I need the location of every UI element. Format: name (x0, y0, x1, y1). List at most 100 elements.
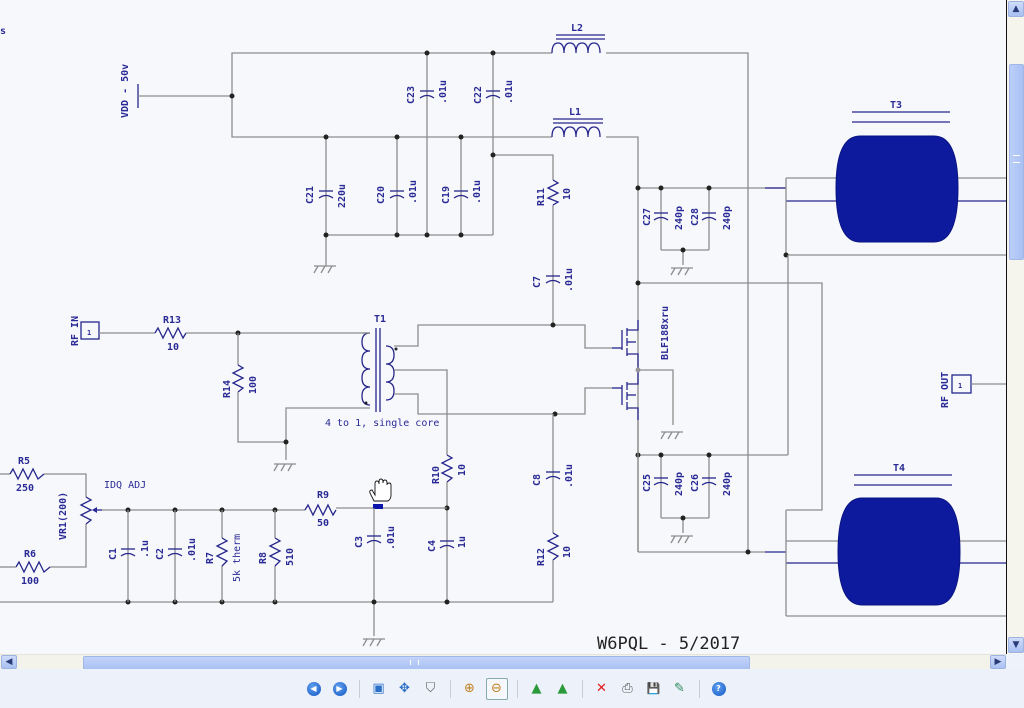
image-viewport[interactable]: VDD - 50v s L2 L1 C23 .01u (0, 0, 1006, 654)
svg-text:220u: 220u (337, 184, 348, 208)
capacitor-c8: C8 .01u (532, 464, 575, 488)
svg-text:.01u: .01u (472, 180, 483, 204)
scroll-left-button[interactable]: ◀ (1, 655, 17, 669)
ground-symbol (362, 638, 385, 647)
svg-text:C23: C23 (406, 86, 417, 104)
toolbar-separator (358, 679, 360, 698)
capacitor-c21: C21 220u (305, 184, 348, 208)
toolbar-separator (698, 679, 700, 698)
svg-text:R13: R13 (163, 315, 181, 326)
title-block: W6PQL - 5/2017 (597, 634, 740, 654)
best-fit-icon: ▣ (372, 681, 385, 696)
svg-text:250: 250 (16, 483, 34, 494)
scroll-up-button[interactable]: ▲ (1008, 1, 1024, 17)
svg-text:100: 100 (21, 576, 39, 587)
svg-text:C27: C27 (642, 208, 653, 226)
vdd-label: VDD - 50v (120, 64, 131, 118)
open-for-editing-button[interactable]: ✎ (670, 679, 690, 699)
svg-text:240p: 240p (722, 472, 733, 496)
svg-text:R6: R6 (24, 549, 36, 560)
transformer-t1: T1 4 to 1, single core (325, 314, 439, 429)
svg-text:C19: C19 (441, 186, 452, 204)
svg-text:C20: C20 (376, 186, 387, 204)
zoom-out-button[interactable]: ⊖ (485, 677, 508, 700)
ground-symbol (670, 267, 693, 276)
printer-icon: ⎙ (622, 681, 633, 696)
previous-icon: ◀ (306, 681, 321, 696)
toolbar-separator (581, 679, 583, 698)
zoom-in-icon: ⊕ (464, 681, 475, 696)
potentiometer-vr1: VR1(200) (58, 492, 102, 540)
svg-text:C4: C4 (427, 540, 438, 552)
svg-text:R5: R5 (18, 456, 30, 467)
resistor-r13: R13 10 (154, 315, 187, 353)
resistor-r10: R10 10 (431, 454, 468, 484)
copy-to-button[interactable]: 💾 (644, 679, 664, 699)
slideshow-icon: ⛉ (425, 681, 436, 696)
svg-text:C25: C25 (642, 474, 653, 492)
print-button[interactable]: ⎙ (618, 679, 638, 699)
svg-text:BLF188xru: BLF188xru (660, 306, 671, 360)
horizontal-scrollbar[interactable]: ◀ ▶ (0, 654, 1006, 670)
rotate-clockwise-icon: ▲ (531, 681, 542, 696)
capacitor-c23: C23 .01u (406, 80, 449, 104)
delete-button[interactable]: ✕ (592, 679, 612, 699)
slideshow-button[interactable]: ⛉ (421, 679, 441, 699)
previous-image-button[interactable]: ◀ (304, 679, 324, 699)
idq-adj-label: IDQ ADJ (104, 480, 146, 491)
svg-text:R12: R12 (536, 548, 547, 566)
svg-text:.01u: .01u (504, 80, 515, 104)
rotate-counterclockwise-button[interactable]: ▲ (553, 679, 573, 699)
horizontal-scroll-thumb[interactable] (83, 656, 750, 670)
svg-text:100: 100 (248, 376, 259, 394)
chevron-right-icon: ▶ (994, 657, 1002, 667)
edit-image-icon: ✎ (674, 681, 685, 696)
ground-symbol (670, 535, 693, 544)
vertical-scrollbar[interactable]: ▲ ▼ (1006, 0, 1024, 654)
svg-text:.01u: .01u (564, 268, 575, 292)
floppy-disk-icon: 💾 (646, 682, 661, 695)
svg-text:5k therm: 5k therm (232, 534, 243, 582)
svg-text:C21: C21 (305, 186, 316, 204)
capacitor-c19: C19 .01u (441, 180, 483, 204)
resistor-r12: R12 10 (536, 532, 573, 566)
svg-text:240p: 240p (674, 472, 685, 496)
svg-text:10: 10 (457, 464, 468, 476)
rotate-clockwise-button[interactable]: ▲ (527, 679, 547, 699)
svg-text:.1u: .1u (140, 540, 151, 558)
ground-symbol (273, 463, 296, 472)
next-image-button[interactable]: ▶ (330, 679, 350, 699)
svg-text:1: 1 (87, 329, 91, 337)
scroll-right-button[interactable]: ▶ (990, 655, 1006, 669)
help-icon: ? (711, 681, 726, 696)
svg-text:T1: T1 (374, 314, 386, 325)
edge-text-fragment: s (0, 26, 6, 37)
svg-text:C1: C1 (108, 548, 119, 560)
transformer-t3: T3 (765, 100, 1006, 255)
svg-text:L2: L2 (571, 23, 583, 34)
scroll-down-button[interactable]: ▼ (1008, 637, 1024, 653)
toolbar-separator (449, 679, 451, 698)
svg-text:4 to 1, single core: 4 to 1, single core (325, 418, 439, 429)
capacitor-c4: C4 1u (427, 536, 468, 552)
capacitor-c3: C3 .01u (354, 526, 397, 550)
svg-text:R7: R7 (205, 552, 216, 564)
help-button[interactable]: ? (709, 679, 729, 699)
best-fit-button[interactable]: ▣ (369, 679, 389, 699)
svg-text:.01u: .01u (386, 526, 397, 550)
resistor-r14: R14 100 (222, 364, 259, 398)
svg-text:510: 510 (285, 548, 296, 566)
svg-text:.01u: .01u (438, 80, 449, 104)
capacitor-c25: C25 240p (642, 472, 685, 496)
grip-icon (1013, 155, 1020, 163)
svg-text:.01u: .01u (564, 464, 575, 488)
zoom-in-button[interactable]: ⊕ (460, 679, 480, 699)
actual-size-button[interactable]: ✥ (395, 679, 415, 699)
rotate-counterclockwise-icon: ▲ (557, 681, 568, 696)
resistor-r5: R5 250 (9, 456, 45, 494)
svg-text:R8: R8 (258, 552, 269, 564)
ground-symbol (313, 262, 336, 274)
vertical-scroll-thumb[interactable] (1009, 64, 1024, 260)
schematic-drawing: VDD - 50v s L2 L1 C23 .01u (0, 23, 1006, 654)
svg-text:L1: L1 (569, 107, 581, 118)
